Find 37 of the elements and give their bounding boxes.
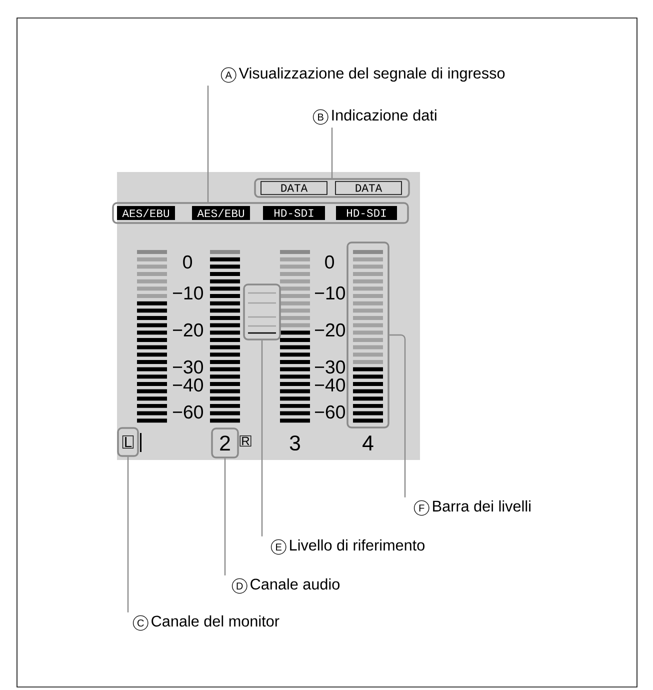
data-indicator: DATA xyxy=(335,181,402,195)
highlight-outline xyxy=(346,242,390,428)
scale-label: 0 xyxy=(325,255,334,269)
leader-line xyxy=(389,334,406,498)
scale-label: −60 xyxy=(172,405,203,419)
channel-indicator: L xyxy=(117,427,139,457)
scale-label: −30 xyxy=(172,360,203,374)
leader-line xyxy=(207,86,209,202)
scale-label: −10 xyxy=(314,286,345,300)
scale-label: −10 xyxy=(172,286,203,300)
callout-label: D Canale audio xyxy=(232,578,340,594)
signal-type-indicator: HD-SDI xyxy=(336,206,397,220)
scale-label: −40 xyxy=(172,378,203,392)
leader-line xyxy=(331,128,333,178)
callout-label: B Indicazione dati xyxy=(312,109,436,125)
leader-line xyxy=(261,340,263,536)
reference-level-marker xyxy=(243,284,281,340)
signal-type-indicator: HD-SDI xyxy=(263,206,325,220)
callout-label: A Visualizzazione del segnale di ingresso xyxy=(220,67,505,83)
scale-label: −20 xyxy=(172,323,203,337)
scale-label: 0 xyxy=(183,255,192,269)
signal-type-indicator: AES/EBU xyxy=(192,206,250,220)
leader-line xyxy=(224,458,226,576)
leader-line xyxy=(127,456,129,612)
channel-number: 2 xyxy=(211,428,239,458)
callout-label: F Barra dei livelli xyxy=(414,500,530,516)
callout-label: C Canale del monitor xyxy=(132,615,280,631)
scale-label: −30 xyxy=(314,360,345,374)
highlight-outline xyxy=(112,202,409,224)
channel-side-indicator: R xyxy=(240,435,252,447)
data-indicator: DATA xyxy=(260,181,328,195)
signal-type-indicator: AES/EBU xyxy=(117,206,175,220)
callout-label: E Livello di riferimento xyxy=(270,539,424,555)
highlight-outline xyxy=(254,178,410,198)
channel-number: 3 xyxy=(290,435,300,451)
scale-label: −20 xyxy=(314,323,345,337)
scale-label: −40 xyxy=(314,378,345,392)
